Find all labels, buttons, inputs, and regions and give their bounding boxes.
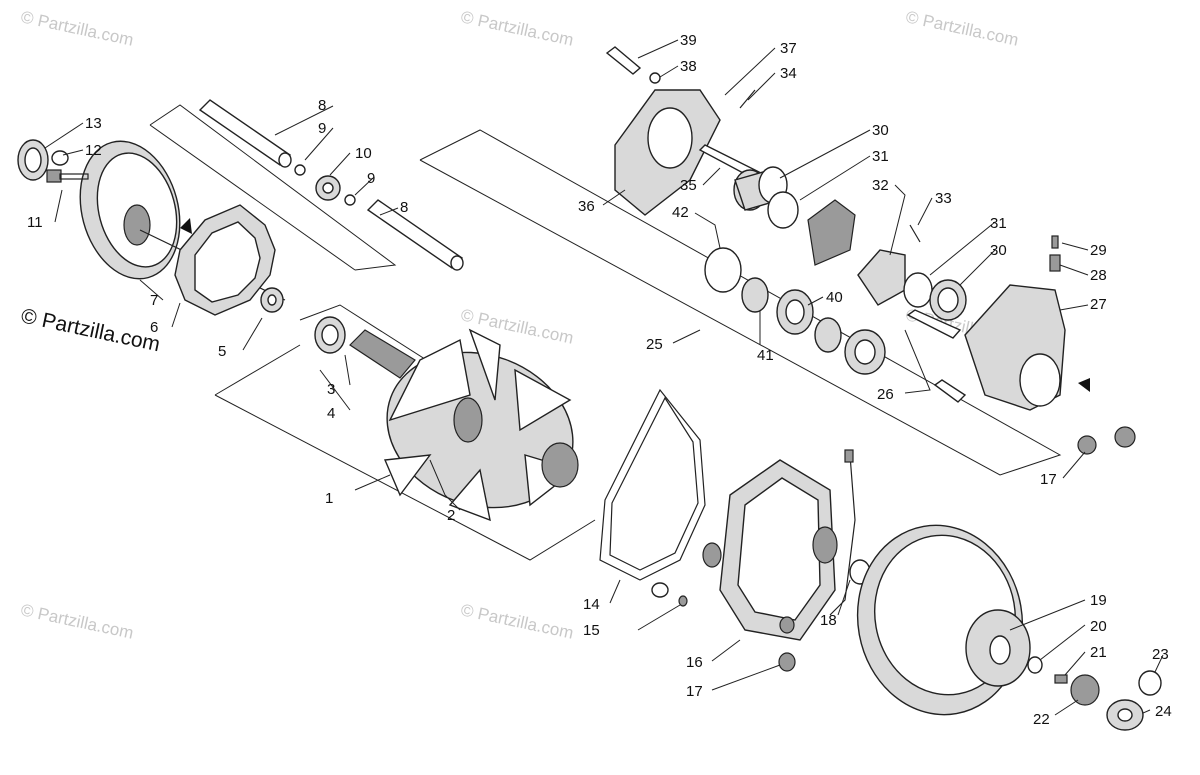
callout-17-upper: 17 bbox=[1040, 471, 1057, 488]
cap-13 bbox=[17, 139, 49, 181]
callout-24: 24 bbox=[1155, 703, 1172, 720]
callout-31-upper: 31 bbox=[872, 148, 889, 165]
watermark: © Partzilla.com bbox=[459, 600, 575, 642]
callout-19: 19 bbox=[1090, 592, 1107, 609]
roller-pin-lower bbox=[366, 199, 464, 271]
callout-12: 12 bbox=[85, 142, 102, 159]
bolt-21 bbox=[1054, 674, 1068, 684]
pad-32 bbox=[807, 199, 856, 266]
callout-9-lower: 9 bbox=[367, 170, 375, 187]
group-brackets bbox=[149, 104, 1062, 561]
watermark: © Partzilla.com bbox=[19, 7, 135, 49]
bracket-32 bbox=[857, 249, 906, 306]
gearcase-16 bbox=[702, 459, 838, 641]
callout-41: 41 bbox=[757, 347, 774, 364]
callout-1: 1 bbox=[325, 490, 333, 507]
callout-27: 27 bbox=[1090, 296, 1107, 313]
clutch-spider-plate bbox=[174, 204, 276, 316]
fitting-28-29 bbox=[1049, 235, 1061, 272]
callout-25: 25 bbox=[646, 336, 663, 353]
callout-9-upper: 9 bbox=[318, 120, 326, 137]
callout-8-lower: 8 bbox=[400, 199, 408, 216]
pin-34 bbox=[739, 89, 756, 109]
callout-17-lower: 17 bbox=[686, 683, 703, 700]
drive-clutch-sheave bbox=[79, 140, 286, 301]
snap-ring-42 bbox=[704, 247, 742, 293]
callout-34: 34 bbox=[780, 65, 797, 82]
plug-23 bbox=[1138, 670, 1162, 696]
ring-31-upper bbox=[767, 191, 799, 229]
spring-22 bbox=[1070, 674, 1100, 706]
callout-39: 39 bbox=[680, 32, 697, 49]
callout-33: 33 bbox=[935, 190, 952, 207]
washer-9-upper bbox=[294, 164, 306, 176]
callout-26: 26 bbox=[877, 386, 894, 403]
nut-17-lower bbox=[778, 652, 796, 672]
watermarks: © Partzilla.com © Partzilla.com © Partzi… bbox=[19, 7, 1020, 642]
callout-8-upper: 8 bbox=[318, 97, 326, 114]
callout-14: 14 bbox=[583, 596, 600, 613]
callout-7: 7 bbox=[150, 292, 158, 309]
callout-37: 37 bbox=[780, 40, 797, 57]
bearings-40-41 bbox=[741, 277, 886, 375]
callouts: 1 2 3 4 5 6 7 8 8 9 9 10 11 12 13 14 15 … bbox=[27, 32, 1172, 728]
callout-30-lower: 30 bbox=[990, 242, 1007, 259]
ring-31-lower bbox=[903, 272, 933, 308]
callout-10: 10 bbox=[355, 145, 372, 162]
washer-38 bbox=[649, 72, 661, 84]
washer-20 bbox=[1027, 656, 1043, 674]
callout-13: 13 bbox=[85, 115, 102, 132]
callout-40: 40 bbox=[826, 289, 843, 306]
callout-3: 3 bbox=[327, 381, 335, 398]
callout-11: 11 bbox=[27, 214, 43, 231]
callout-23: 23 bbox=[1152, 646, 1169, 663]
driven-clutch-19 bbox=[856, 524, 1031, 716]
shaft-3 bbox=[349, 329, 416, 379]
credit-text: © Partzilla.com bbox=[19, 304, 162, 356]
direction-arrow bbox=[180, 218, 1090, 392]
callout-28: 28 bbox=[1090, 267, 1107, 284]
watermark: © Partzilla.com bbox=[459, 7, 575, 49]
callout-42: 42 bbox=[672, 204, 689, 221]
callout-22: 22 bbox=[1033, 711, 1050, 728]
callout-5: 5 bbox=[218, 343, 226, 360]
washer-5 bbox=[260, 287, 284, 313]
callout-15: 15 bbox=[583, 622, 600, 639]
callout-21: 21 bbox=[1090, 644, 1107, 661]
callout-32: 32 bbox=[872, 177, 889, 194]
pin-33 bbox=[909, 224, 921, 243]
housing-27 bbox=[964, 284, 1066, 411]
watermark: © Partzilla.com bbox=[904, 7, 1020, 49]
watermark: © Partzilla.com bbox=[19, 600, 135, 642]
cap-24 bbox=[1106, 699, 1144, 731]
callout-4: 4 bbox=[327, 405, 335, 422]
bolt-26 bbox=[906, 309, 967, 403]
bearing-4 bbox=[314, 316, 346, 354]
callout-16: 16 bbox=[686, 654, 703, 671]
bolt-11 bbox=[46, 169, 89, 183]
plug-15 bbox=[651, 582, 688, 607]
roller-10 bbox=[315, 175, 341, 201]
roller-pin-upper bbox=[198, 99, 292, 168]
case-36 bbox=[614, 89, 721, 216]
callout-38: 38 bbox=[680, 58, 697, 75]
callout-6: 6 bbox=[150, 319, 158, 336]
gasket-14 bbox=[599, 388, 706, 581]
bearing-30-lower bbox=[929, 279, 967, 321]
callout-29: 29 bbox=[1090, 242, 1107, 259]
callout-36: 36 bbox=[578, 198, 595, 215]
washer-9-lower bbox=[344, 194, 356, 206]
callout-2: 2 bbox=[447, 507, 455, 524]
wire-sensor bbox=[829, 449, 856, 616]
callout-30-upper: 30 bbox=[872, 122, 889, 139]
washer-12 bbox=[51, 150, 69, 166]
callout-20: 20 bbox=[1090, 618, 1107, 635]
bolt-39 bbox=[605, 46, 642, 75]
leader-lines bbox=[44, 39, 1164, 716]
nut-17-upper bbox=[1077, 426, 1136, 455]
callout-35: 35 bbox=[680, 177, 697, 194]
callout-31-lower: 31 bbox=[990, 215, 1007, 232]
callout-18: 18 bbox=[820, 612, 837, 629]
